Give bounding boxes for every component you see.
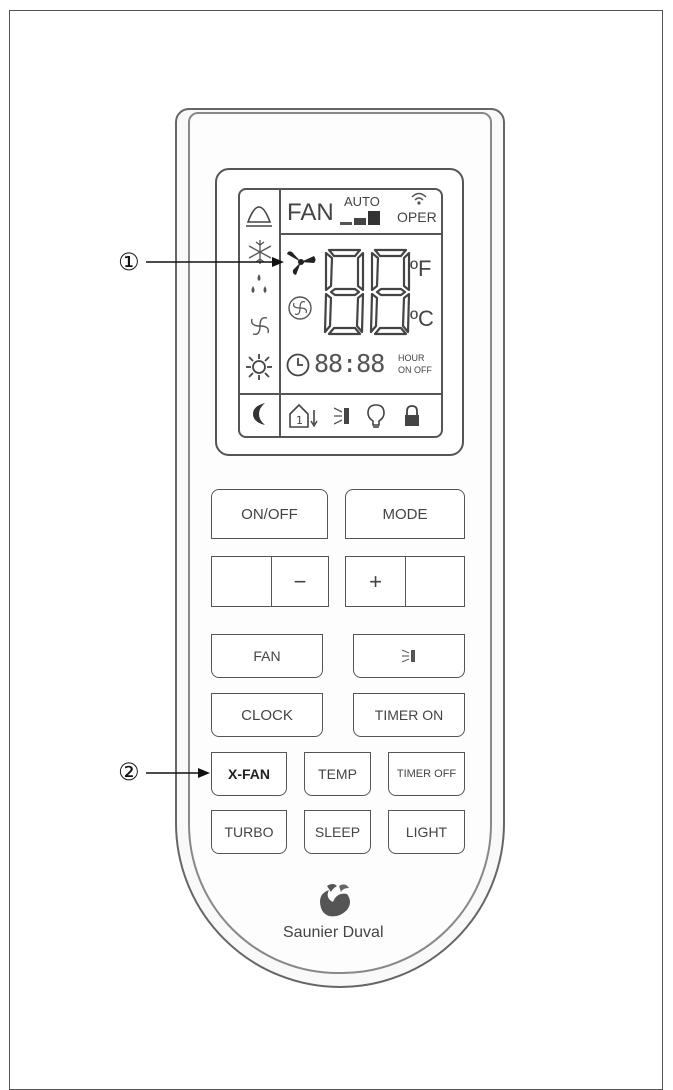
health-ionizer-icon: [333, 407, 349, 425]
callout-2: ②: [118, 758, 140, 786]
turbo-button[interactable]: TURBO: [211, 810, 287, 854]
time-digits: 88:88: [314, 349, 385, 378]
light-button[interactable]: LIGHT: [388, 810, 465, 854]
fan-speed-bars-icon: [340, 211, 380, 225]
swing-swirl-icon: [288, 296, 312, 320]
lcd-fan-label: FAN: [287, 199, 334, 226]
on-off-button[interactable]: ON/OFF: [211, 489, 328, 539]
lcd-auto-label: AUTO: [344, 194, 380, 209]
lcd-divider-vertical: [279, 189, 281, 437]
clock-icon: [286, 353, 310, 377]
dry-mode-icon: [251, 274, 267, 293]
unit-celsius: ºC: [410, 306, 434, 331]
unit-fahrenheit: ºF: [410, 256, 432, 281]
right-blank-button[interactable]: [405, 556, 465, 607]
health-button-icon: [401, 649, 415, 663]
brand-name: Saunier Duval: [283, 924, 384, 941]
left-blank-button[interactable]: [211, 556, 272, 607]
lcd-divider-top: [281, 233, 442, 235]
callout-2-arrow: [146, 768, 210, 778]
fan-button[interactable]: FAN: [211, 634, 323, 678]
x-fan-button[interactable]: X-FAN: [211, 752, 287, 796]
svg-text:1: 1: [296, 414, 303, 427]
clock-button[interactable]: CLOCK: [211, 693, 323, 737]
callout-1-arrow: [146, 257, 284, 267]
timer-on-button[interactable]: TIMER ON: [353, 693, 465, 737]
mode-button[interactable]: MODE: [345, 489, 465, 539]
hour-label: HOUR: [398, 353, 425, 363]
timer-off-button[interactable]: TIMER OFF: [388, 752, 465, 796]
light-bulb-icon: [367, 404, 385, 428]
temp-minus-button[interactable]: −: [271, 556, 329, 607]
saunier-duval-logo-icon: [320, 884, 350, 917]
lcd-divider-bottom: [239, 393, 442, 395]
temp-button[interactable]: TEMP: [304, 752, 371, 796]
cool-mode-icon: [248, 240, 272, 264]
signal-icon: [411, 192, 427, 205]
sleep-moon-icon: [253, 403, 265, 425]
on-off-label: ON OFF: [398, 365, 432, 375]
callout-1: ①: [118, 248, 140, 276]
auto-mode-icon: [246, 206, 272, 227]
health-button[interactable]: [353, 634, 465, 678]
lock-icon: [405, 405, 419, 426]
lcd-oper-label: OPER: [397, 209, 437, 225]
heat-mode-icon: [246, 354, 272, 380]
fan-mode-icon: [250, 316, 270, 336]
sleep-button[interactable]: SLEEP: [304, 810, 371, 854]
i-feel-icon: 1: [289, 403, 318, 428]
fan-blade-icon: [287, 251, 316, 275]
temperature-digits: [323, 248, 411, 336]
temp-plus-button[interactable]: +: [345, 556, 406, 607]
